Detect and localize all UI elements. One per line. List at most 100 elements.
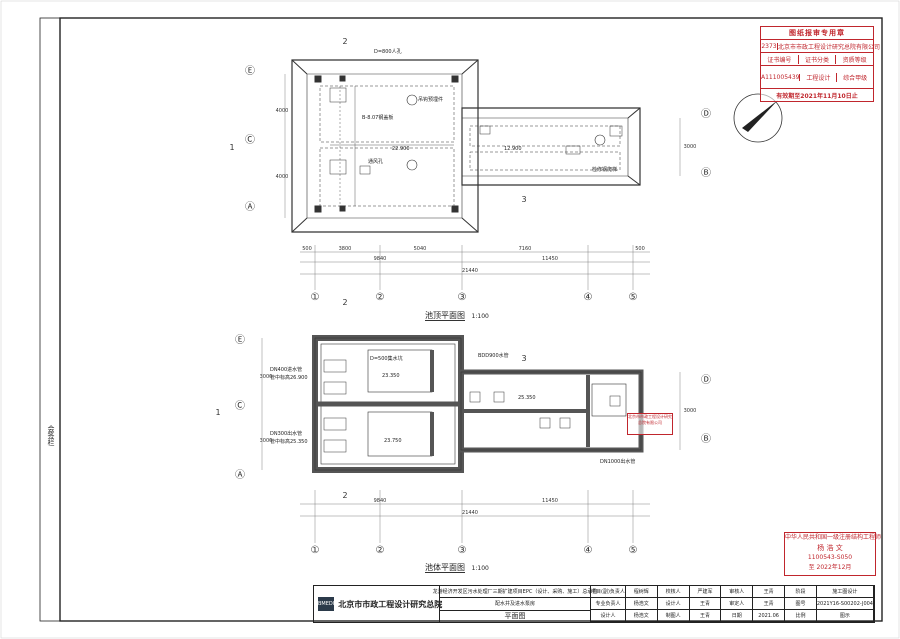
title-block-cell: 阶段 [785, 586, 817, 598]
title-block-cell: 2021Y16-S00202-J004 [816, 598, 874, 610]
upper-plan-title-group: 池顶平面图 1:100 [425, 310, 489, 321]
annotation-upper-4: 22.900 [392, 146, 410, 152]
review-stamp-title: 图纸报审专用章 [761, 27, 873, 40]
title-block-cell: 设计人 [657, 598, 690, 610]
grid-col-label-lower: ④ [584, 545, 593, 556]
title-block-cell: 校核人 [657, 586, 690, 598]
grid-row-label-lower: Ⓐ [235, 469, 245, 481]
grid-col-label-upper: ③ [458, 292, 467, 303]
review-stamp-cert-no: A111005439 [761, 73, 801, 81]
drawing-name: 平面图 [504, 612, 526, 621]
grid-row-label-upper: Ⓑ [701, 167, 711, 179]
annotation-lower-0: DN400进水管 [270, 367, 303, 373]
grid-row-label-upper: Ⓐ [245, 201, 255, 213]
grid-col-label-upper: ① [311, 292, 320, 303]
title-block-cell: 日期 [721, 610, 754, 622]
countersign-label: 会签栏 [47, 425, 55, 446]
title-block-cell: 王青 [753, 598, 786, 610]
title-block-cell: 严建军 [689, 586, 722, 598]
annotation-lower-6: DN300出水管 [270, 431, 303, 437]
review-stamp-no: 2373 [761, 42, 778, 50]
title-block-company: BMEDI 北京市市政工程设计研究总院 [314, 586, 442, 622]
grid-col-label-lower: ② [376, 545, 385, 556]
grid-row-label-lower: Ⓓ [701, 374, 711, 386]
grid-row-label-upper: Ⓓ [701, 108, 711, 120]
title-block-cell: 王青 [689, 610, 722, 622]
title-block-cell: 杨浩文 [625, 610, 658, 622]
grid-col-label-upper: ⑤ [629, 292, 638, 303]
title-block-project: 龙游经济开发区污水处理厂三期扩建项目EPC（设计、采购、施工）总承包 配水井及进… [433, 586, 597, 622]
review-stamp-cert-type: 工程设计 [800, 72, 838, 82]
dimension-upper: 5040 [414, 246, 427, 252]
dimension-upper: 4000 [276, 174, 289, 180]
dimension-upper: 11450 [542, 256, 558, 262]
review-stamp-grade: 综合甲级 [843, 74, 868, 82]
project-name: 龙游经济开发区污水处理厂三期扩建项目EPC（设计、采购、施工）总承包 [433, 586, 597, 599]
dimension-upper: 21440 [462, 268, 478, 274]
title-block-cell: 图示 [816, 610, 874, 622]
dimension-upper: 4000 [276, 108, 289, 114]
annotation-upper-3: 通风孔 [368, 159, 384, 165]
annotation-lower-8: 25.350 [518, 395, 536, 401]
reg-stamp-line2: 杨 浩 文 [817, 544, 843, 552]
section-mark-2: 2 [342, 491, 347, 500]
registration-stamp: 中华人民共和国一级注册结构工程师 杨 浩 文 1100543-S050 至 20… [784, 532, 882, 576]
small-stamp: 北京市市政工程设计研究总院有限公司 [627, 413, 673, 435]
dimension-upper: 9840 [374, 256, 387, 262]
dimension-lower: 9840 [374, 498, 387, 504]
annotation-upper-0: D=800人孔 [374, 49, 402, 55]
dimension-lower: 3000 [260, 374, 273, 380]
title-block-cell: 制图人 [657, 610, 690, 622]
annotation-upper-5: 12.900 [504, 146, 522, 152]
upper-plan-scale: 1:100 [471, 313, 489, 320]
grid-row-label-lower: Ⓑ [701, 433, 711, 445]
annotation-lower-3: 23.750 [384, 438, 402, 444]
review-stamp-org: 北京市市政工程设计研究总院有限公司 [778, 43, 881, 51]
title-block-cell: 图号 [785, 598, 817, 610]
lower-plan-title: 池体平面图 [425, 563, 465, 573]
review-stamp-h1: 证书编号 [761, 54, 799, 64]
title-block-cell: 施工图设计 [816, 586, 874, 598]
grid-col-label-lower: ③ [458, 545, 467, 556]
title-block-cell: 王青 [753, 586, 786, 598]
annotation-lower-1: 管中标高26.900 [270, 375, 308, 381]
annotation-upper-6: 检修钢爬梯 [592, 167, 618, 173]
section-mark-2: 2 [342, 37, 347, 46]
lower-plan-scale: 1:100 [471, 565, 489, 572]
title-block-cell: 比例 [785, 610, 817, 622]
company-logo: BMEDI [318, 597, 335, 611]
grid-col-label-lower: ⑤ [629, 545, 638, 556]
grid-row-label-lower: Ⓔ [235, 334, 245, 346]
annotation-lower-2: D=500集水坑 [370, 356, 403, 362]
dimension-lower: 21440 [462, 510, 478, 516]
dimension-upper: 500 [302, 246, 312, 252]
grid-row-label-lower: Ⓒ [235, 400, 245, 412]
grid-row-label-upper: Ⓔ [245, 65, 255, 77]
title-block-cell: 设计人 [591, 610, 626, 622]
review-stamp-h2: 证书分类 [799, 54, 837, 64]
dimension-upper: 7160 [519, 246, 532, 252]
section-mark-3: 3 [521, 354, 526, 363]
reg-stamp-line1: 中华人民共和国一级注册结构工程师 [785, 534, 882, 541]
annotation-lower-7: 管中标高25.350 [270, 439, 308, 445]
title-block-cell: 程树辉 [625, 586, 658, 598]
title-block-cell: 王青 [689, 598, 722, 610]
dimension-lower: 3000 [260, 438, 273, 444]
inner-frame [59, 17, 883, 622]
annotation-lower-4: 23.350 [382, 373, 400, 379]
review-stamp-valid: 有效期至2021年11月10日止 [776, 92, 858, 100]
reg-stamp-line4: 至 2022年12月 [808, 564, 852, 571]
section-mark-1: 1 [215, 408, 220, 417]
dimension-upper: 3800 [339, 246, 352, 252]
upper-plan [291, 59, 641, 233]
section-mark-2: 2 [342, 298, 347, 307]
title-block-cell: 审核人 [721, 586, 754, 598]
upper-plan-title: 池顶平面图 [425, 311, 465, 321]
lower-plan [312, 335, 644, 473]
dimension-upper: 500 [635, 246, 645, 252]
title-block: BMEDI 北京市市政工程设计研究总院 龙游经济开发区污水处理厂三期扩建项目EP… [313, 585, 875, 623]
title-block-cell: 审定人 [721, 598, 754, 610]
north-arrow [733, 93, 783, 143]
title-block-cell: 项目(副)负责人 [591, 586, 626, 598]
